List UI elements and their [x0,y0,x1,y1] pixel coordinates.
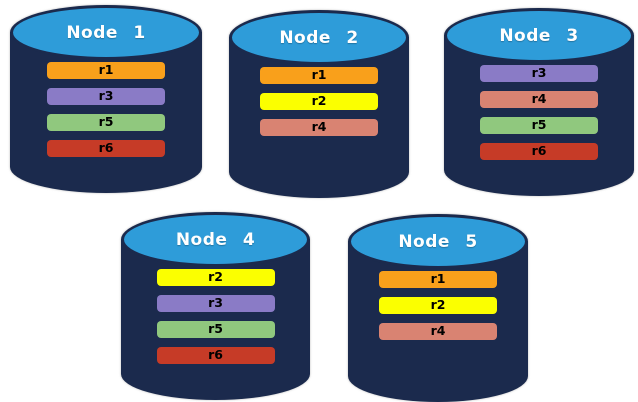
replica-bar-r5: r5 [480,117,598,134]
cylinder-top: Node 4 [121,212,310,267]
node-label: Node 4 [175,229,256,250]
replica-list: r1 r2 r4 [229,67,409,136]
replica-bar-r3: r3 [480,65,598,82]
replica-label: r1 [430,271,446,287]
node-cylinder-4: Node 4 r2 r3 r5 r6 [121,212,310,400]
replica-label: r3 [531,65,547,81]
replica-bar-r3: r3 [47,88,165,105]
replica-bar-r1: r1 [379,271,497,288]
replica-bar-r3: r3 [156,295,275,312]
node-cylinder-5: Node 5 r1 r2 r4 [348,214,528,402]
cylinder-top: Node 2 [229,10,409,65]
replica-label: r5 [208,321,223,337]
replica-list: r1 r2 r4 [348,271,528,340]
replica-bar-r2: r2 [379,297,497,314]
node-cylinder-3: Node 3 r3 r4 r5 r6 [444,8,634,196]
node-label: Node 2 [279,27,359,48]
replica-label: r2 [311,93,327,109]
replica-label: r6 [98,140,114,156]
node-label: Node 1 [66,22,146,43]
replica-label: r4 [311,119,327,135]
replica-label: r2 [430,297,446,313]
replica-label: r5 [531,117,547,133]
replica-label: r1 [98,62,114,78]
replica-label: r2 [208,269,223,285]
replica-bar-r5: r5 [156,321,275,338]
replica-bar-r6: r6 [47,140,165,157]
replica-label: r4 [531,91,547,107]
replica-bar-r5: r5 [47,114,165,131]
replica-label: r5 [98,114,114,130]
replica-bar-r1: r1 [47,62,165,79]
replica-bar-r4: r4 [260,119,378,136]
replica-bar-r6: r6 [156,347,275,364]
replica-bar-r1: r1 [260,67,378,84]
node-cylinder-2: Node 2 r1 r2 r4 [229,10,409,198]
replica-label: r1 [311,67,327,83]
node-cylinder-1: Node 1 r1 r3 r5 r6 [10,5,202,193]
cylinder-top: Node 3 [444,8,634,63]
replica-label: r3 [98,88,114,104]
replica-label: r3 [208,295,223,311]
node-label: Node 5 [398,231,478,252]
node-label: Node 3 [499,25,579,46]
replica-label: r4 [430,323,446,339]
replica-list: r2 r3 r5 r6 [121,269,310,364]
cylinder-top: Node 5 [348,214,528,269]
replica-label: r6 [531,143,547,159]
replica-bar-r2: r2 [156,269,275,286]
replica-bar-r6: r6 [480,143,598,160]
replica-bar-r4: r4 [379,323,497,340]
replica-list: r3 r4 r5 r6 [444,65,634,160]
replica-label: r6 [208,347,223,363]
replica-bar-r4: r4 [480,91,598,108]
replica-bar-r2: r2 [260,93,378,110]
cylinder-top: Node 1 [10,5,202,60]
replica-list: r1 r3 r5 r6 [10,62,202,157]
